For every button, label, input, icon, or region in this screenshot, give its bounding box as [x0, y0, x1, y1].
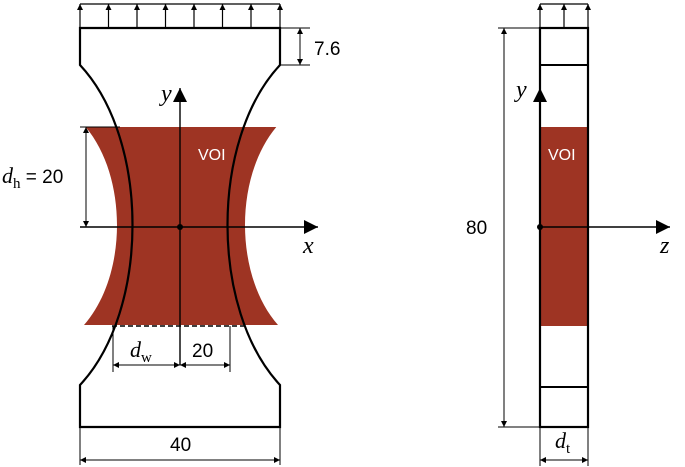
total-width-value: 40	[170, 435, 191, 456]
dw-label: dw	[130, 337, 152, 366]
dt-subscript: t	[566, 441, 571, 457]
half-width-value: 20	[192, 341, 213, 362]
grip-height-value: 7.6	[314, 39, 340, 60]
front-load-arrows	[77, 3, 283, 28]
front-y-axis-label: y	[159, 81, 172, 107]
dw-symbol: d	[130, 337, 142, 362]
dh-symbol: d	[2, 163, 14, 188]
side-voi-label: VOI	[548, 147, 576, 164]
dh-subscript: h	[13, 176, 21, 192]
dh-label: dh = 20	[2, 163, 63, 192]
dh-value: = 20	[21, 167, 64, 188]
side-z-axis-label: z	[659, 233, 670, 259]
side-y-axis-label: y	[514, 77, 527, 103]
length-value: 80	[466, 218, 487, 239]
side-view: y z VOI 80 dt	[466, 3, 670, 466]
dt-symbol: d	[555, 428, 567, 453]
dw-subscript: w	[141, 350, 152, 366]
front-view: y x VOI 7.6 dh = 20 dw 20 40	[2, 3, 340, 465]
side-load-arrows	[537, 3, 591, 28]
front-x-axis-label: x	[302, 233, 314, 259]
front-origin	[177, 224, 183, 230]
dt-label: dt	[555, 428, 571, 457]
front-voi-label: VOI	[198, 147, 226, 164]
side-origin	[537, 224, 543, 230]
